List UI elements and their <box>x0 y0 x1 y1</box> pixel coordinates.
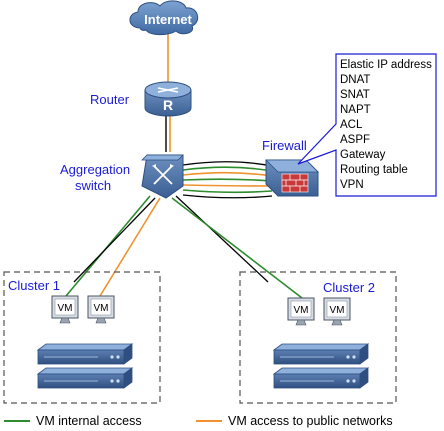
feature-item: VPN <box>340 179 364 191</box>
internet-label: Internet <box>144 12 192 27</box>
svg-text:R: R <box>163 97 173 113</box>
cluster-1-label: Cluster 1 <box>8 278 60 293</box>
feature-item: ACL <box>340 119 363 131</box>
link-switch-vm3-green <box>171 197 303 299</box>
link-switch-firewall-black-1 <box>182 161 273 167</box>
link-switch-firewall-orange-2 <box>182 184 273 187</box>
link-switch-firewall-green-1 <box>182 166 273 172</box>
router-icon: R <box>144 81 192 117</box>
server-group <box>36 343 370 389</box>
feature-item: Routing table <box>340 164 408 176</box>
feature-item: SNAT <box>340 89 370 101</box>
vm-group: VM VM VM VM <box>51 295 351 326</box>
cluster-1-boundary <box>3 271 161 404</box>
aggregation-switch-icon <box>141 154 184 199</box>
link-switch-firewall-black-2 <box>182 194 273 199</box>
feature-item: ASPF <box>340 134 370 146</box>
server-icon <box>36 343 134 365</box>
server-icon <box>36 367 134 389</box>
firewall-features-list: Elastic IP address DNAT SNAT NAPT ACL AS… <box>340 59 432 191</box>
legend-public-label: VM access to public networks <box>228 414 393 428</box>
feature-item: Elastic IP address <box>340 59 432 71</box>
link-switch-cluster2-black <box>175 195 269 283</box>
legend-internal-label: VM internal access <box>36 414 142 428</box>
vm-label: VM <box>94 303 109 314</box>
vm-monitor-icon: VM <box>323 297 351 326</box>
link-switch-vm2-orange <box>99 197 161 297</box>
vm-label: VM <box>330 305 345 316</box>
cluster-2-boundary <box>239 271 397 404</box>
firewall-icon <box>265 159 319 197</box>
firewall-features-callout <box>297 53 437 197</box>
vm-label: VM <box>58 303 73 314</box>
vm-monitor-icon: VM <box>51 295 79 324</box>
vm-monitor-icon: VM <box>87 295 115 324</box>
link-switch-firewall-orange-1 <box>182 171 273 177</box>
feature-item: Gateway <box>340 149 386 161</box>
feature-item: DNAT <box>340 74 370 86</box>
server-icon <box>272 343 370 365</box>
server-icon <box>272 367 370 389</box>
feature-item: NAPT <box>340 104 371 116</box>
cluster-2-label: Cluster 2 <box>323 280 375 295</box>
aggregation-switch-label-line1: Aggregation <box>60 162 130 177</box>
link-switch-firewall-green-3 <box>182 189 273 194</box>
vm-monitor-icon: VM <box>287 297 315 326</box>
link-switch-firewall-green-2 <box>182 178 273 182</box>
firewall-label: Firewall <box>262 138 307 153</box>
router-label: Router <box>90 92 130 107</box>
connection-lines <box>65 32 303 299</box>
legend: VM internal access VM access to public n… <box>4 414 393 428</box>
internet-cloud-icon <box>129 0 199 36</box>
link-switch-cluster1-black <box>73 197 156 283</box>
aggregation-switch-label-line2: switch <box>75 178 111 193</box>
vm-label: VM <box>294 305 309 316</box>
